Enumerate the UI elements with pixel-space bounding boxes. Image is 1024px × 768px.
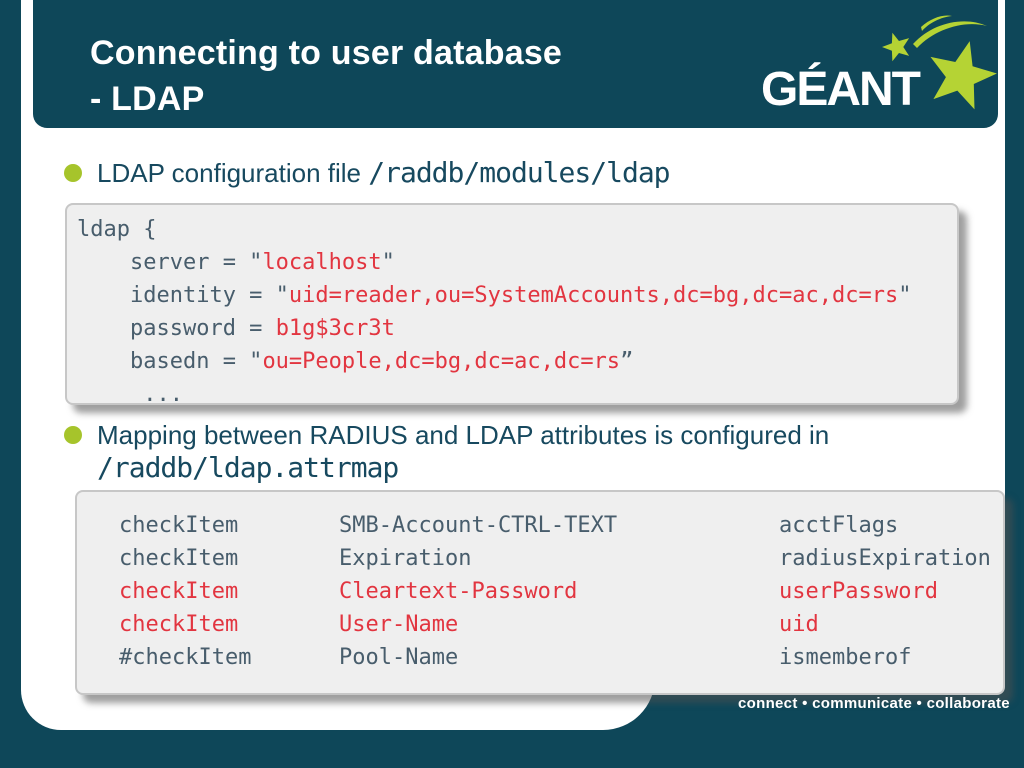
attrmap-path: /raddb/ldap.attrmap xyxy=(97,451,399,484)
code-line: ... xyxy=(77,382,183,405)
slide-header: Connecting to user database - LDAP GÉANT xyxy=(33,0,998,128)
ldap-config-code-block: ldap { server = "localhost" identity = "… xyxy=(65,203,959,405)
ldap-config-path: /raddb/modules/ldap xyxy=(368,156,670,189)
slide-title: Connecting to user database - LDAP xyxy=(90,30,562,122)
code-line: identity = "uid=reader,ou=SystemAccounts… xyxy=(77,283,912,308)
bullet-icon xyxy=(64,164,82,182)
bullet-attrmap-text: Mapping between RADIUS and LDAP attribut… xyxy=(97,420,829,483)
bullet-ldap-config-text: LDAP configuration file /raddb/modules/l… xyxy=(97,156,671,189)
code-line: ldap { xyxy=(77,217,157,242)
geant-logo: GÉANT xyxy=(761,14,1011,120)
bullet-attrmap-label: Mapping between RADIUS and LDAP attribut… xyxy=(97,420,830,450)
geant-logo-text: GÉANT xyxy=(761,63,921,116)
geant-stars-icon xyxy=(882,15,997,110)
bullet-ldap-config-label: LDAP configuration file xyxy=(97,158,369,188)
code-line: server = "localhost" xyxy=(77,250,395,275)
footer-tagline: connect • communicate • collaborate xyxy=(738,695,1010,712)
bullet-icon xyxy=(64,426,82,444)
slide-title-line2: - LDAP xyxy=(90,80,205,118)
slide-title-line1: Connecting to user database xyxy=(90,34,563,72)
code-line: basedn = "ou=People,dc=bg,dc=ac,dc=rs” xyxy=(77,349,634,374)
code-line: password = b1g$3cr3t xyxy=(77,316,395,341)
bullet-attrmap: Mapping between RADIUS and LDAP attribut… xyxy=(64,420,829,483)
bullet-ldap-config: LDAP configuration file /raddb/modules/l… xyxy=(64,156,671,189)
